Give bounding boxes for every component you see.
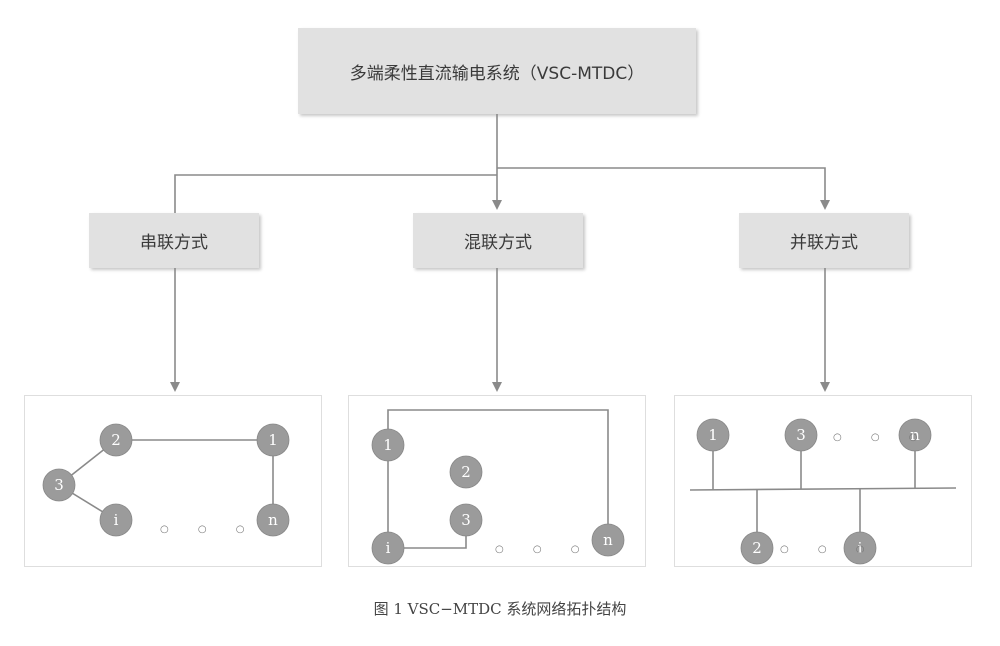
parallel-node: 3 [784, 418, 818, 452]
parallel-node: 2 [740, 531, 774, 565]
connector-to-series [174, 174, 497, 213]
parallel-node: n [898, 418, 932, 452]
svg-text:1: 1 [708, 426, 718, 444]
series-node: 3 [42, 468, 76, 502]
svg-text:○ ○ ○: ○ ○ ○ [495, 544, 593, 555]
parallel-topology: 1 3 n 2 i ○ ○ ○ ○ ○ ○ [689, 418, 957, 565]
svg-text:2: 2 [461, 463, 471, 481]
series-node: 2 [99, 423, 133, 457]
root-box: 多端柔性直流输电系统（VSC-MTDC） [298, 28, 696, 114]
svg-text:i: i [858, 539, 863, 557]
svg-text:3: 3 [461, 511, 471, 529]
connector-to-parallel [497, 167, 830, 210]
mode-label-mixed: 混联方式 [464, 233, 532, 253]
svg-text:i: i [386, 539, 391, 557]
svg-text:○ ○ ○: ○ ○ ○ [160, 524, 258, 535]
mode-box-mixed: 混联方式 [413, 213, 583, 268]
series-node: 1 [256, 423, 290, 457]
parallel-bus [689, 487, 957, 491]
svg-text:n: n [910, 426, 920, 444]
mode-label-parallel: 并联方式 [790, 233, 858, 253]
parallel-node: 1 [696, 418, 730, 452]
mode-box-series: 串联方式 [89, 213, 259, 268]
svg-text:n: n [268, 511, 278, 529]
mode-box-parallel: 并联方式 [739, 213, 909, 268]
parallel-node: i [843, 531, 877, 565]
parallel-ellipsis-top: ○ ○ ○ [833, 432, 931, 443]
series-node: n [256, 503, 290, 537]
mixed-node: 1 [371, 428, 405, 462]
root-label: 多端柔性直流输电系统（VSC-MTDC） [349, 63, 645, 84]
svg-text:1: 1 [383, 436, 393, 454]
mode-label-series: 串联方式 [140, 233, 208, 253]
series-ellipsis: ○ ○ ○ [160, 524, 258, 535]
mixed-ellipsis: ○ ○ ○ [495, 544, 593, 555]
mixed-node: 3 [449, 503, 483, 537]
series-topology: 2 1 3 i n ○ ○ ○ [42, 423, 290, 537]
mixed-topology: 1 2 3 i n ○ ○ ○ [371, 409, 625, 565]
mixed-node: 2 [449, 455, 483, 489]
series-node: i [99, 503, 133, 537]
svg-text:1: 1 [268, 431, 278, 449]
mixed-node: n [591, 523, 625, 557]
svg-text:2: 2 [111, 431, 121, 449]
svg-text:n: n [603, 531, 613, 549]
svg-text:3: 3 [54, 476, 64, 494]
svg-text:○ ○ ○: ○ ○ ○ [780, 544, 878, 555]
svg-text:2: 2 [752, 539, 762, 557]
svg-text:3: 3 [796, 426, 806, 444]
svg-text:i: i [114, 511, 119, 529]
parallel-ellipsis-bottom: ○ ○ ○ [780, 544, 878, 555]
svg-text:○ ○ ○: ○ ○ ○ [833, 432, 931, 443]
mixed-link [387, 409, 609, 540]
figure-caption: 图 1 VSC−MTDC 系统网络拓扑结构 [373, 600, 627, 618]
mixed-node: i [371, 531, 405, 565]
